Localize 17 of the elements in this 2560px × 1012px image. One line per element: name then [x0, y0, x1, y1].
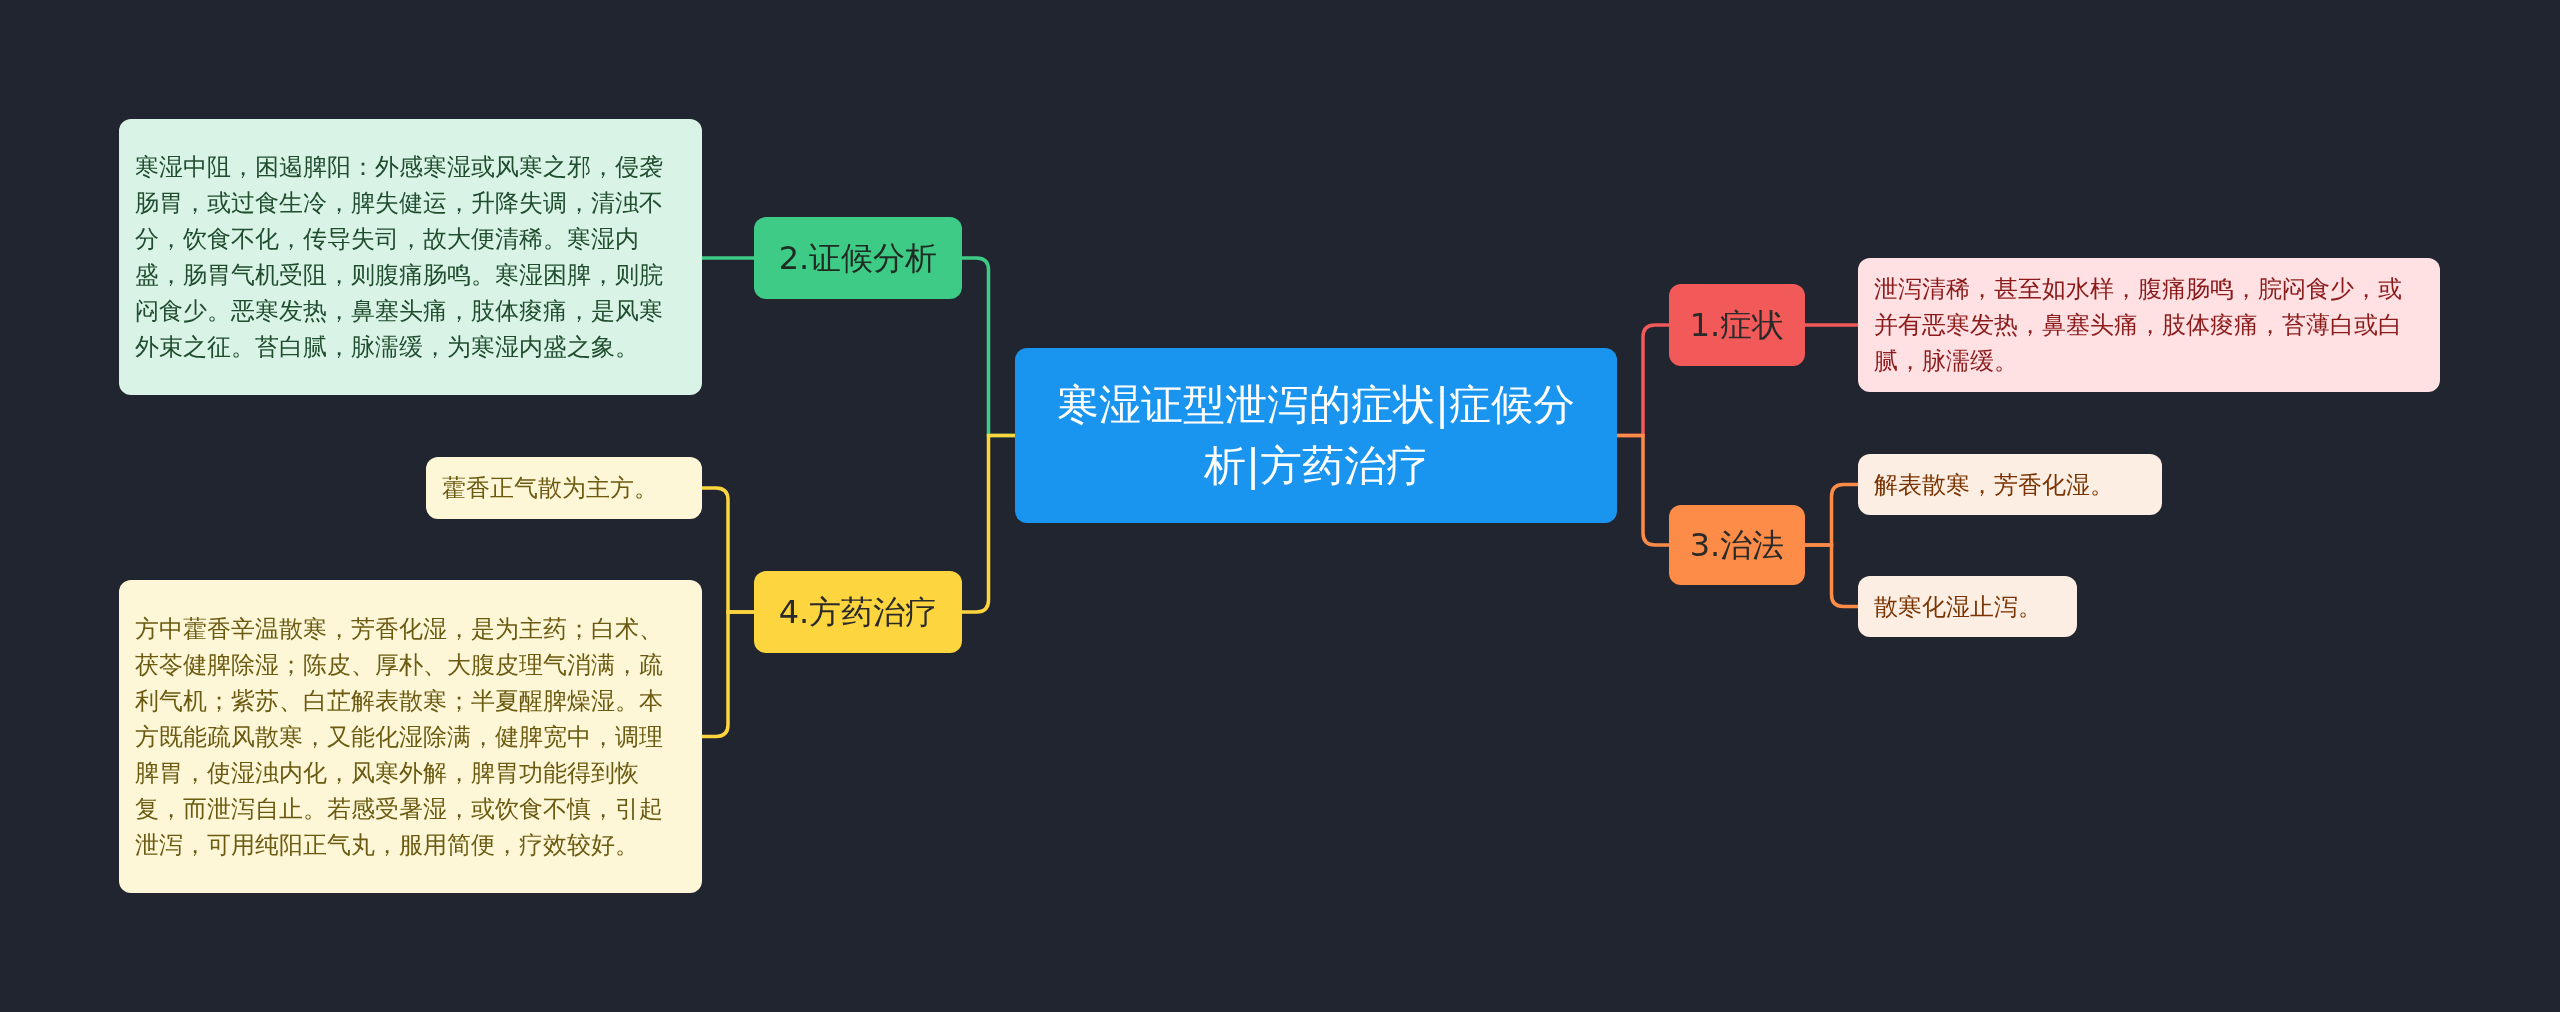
branch-box: 3.治法: [1669, 505, 1805, 585]
branch-box: 1.症状: [1669, 284, 1805, 366]
detail-box: 方中藿香辛温散寒，芳香化湿，是为主药；白术、茯苓健脾除湿；陈皮、厚朴、大腹皮理气消满，疏利气机；紫苏、白芷解表散寒；半夏醒脾燥湿。本方既能疏风散寒，又能化湿除满，健脾宽中，调理脾胃，使湿浊内化，风寒外解，脾胃功能得到恢复，而泄泻自止。若感受暑湿，或饮食不慎，引起泄泻，可用纯阳正气丸，服用简便，疗效较好。: [119, 580, 702, 893]
connector-line: [962, 433, 1015, 614]
detail-box: 藿香正气散为主方。: [426, 457, 702, 519]
connector-line: [1805, 323, 1858, 327]
detail-box: 散寒化湿止泻。: [1858, 576, 2077, 637]
connector-line: [1805, 543, 1858, 609]
connector-line: [702, 610, 754, 739]
branch-box: 2.证候分析: [754, 217, 962, 299]
connector-line: [1617, 433, 1669, 547]
detail-box: 泄泻清稀，甚至如水样，腹痛肠鸣，脘闷食少，或并有恶寒发热，鼻塞头痛，肢体痠痛，苔薄白或白腻，脉濡缓。: [1858, 258, 2440, 392]
detail-box: 解表散寒，芳香化湿。: [1858, 454, 2162, 515]
central-topic-box: 寒湿证型泄泻的症状|症候分析|方药治疗: [1015, 348, 1617, 523]
branch-box: 4.方药治疗: [754, 571, 962, 653]
detail-box: 寒湿中阻，困遏脾阳：外感寒湿或风寒之邪，侵袭肠胃，或过食生冷，脾失健运，升降失调，清浊不分，饮食不化，传导失司，故大便清稀。寒湿内盛，肠胃气机受阻，则腹痛肠鸣。寒湿困脾，则脘闷食少。恶寒发热，鼻塞头痛，肢体痠痛，是风寒外束之征。苔白腻，脉濡缓，为寒湿内盛之象。: [119, 119, 702, 395]
connector-line: [702, 256, 754, 260]
